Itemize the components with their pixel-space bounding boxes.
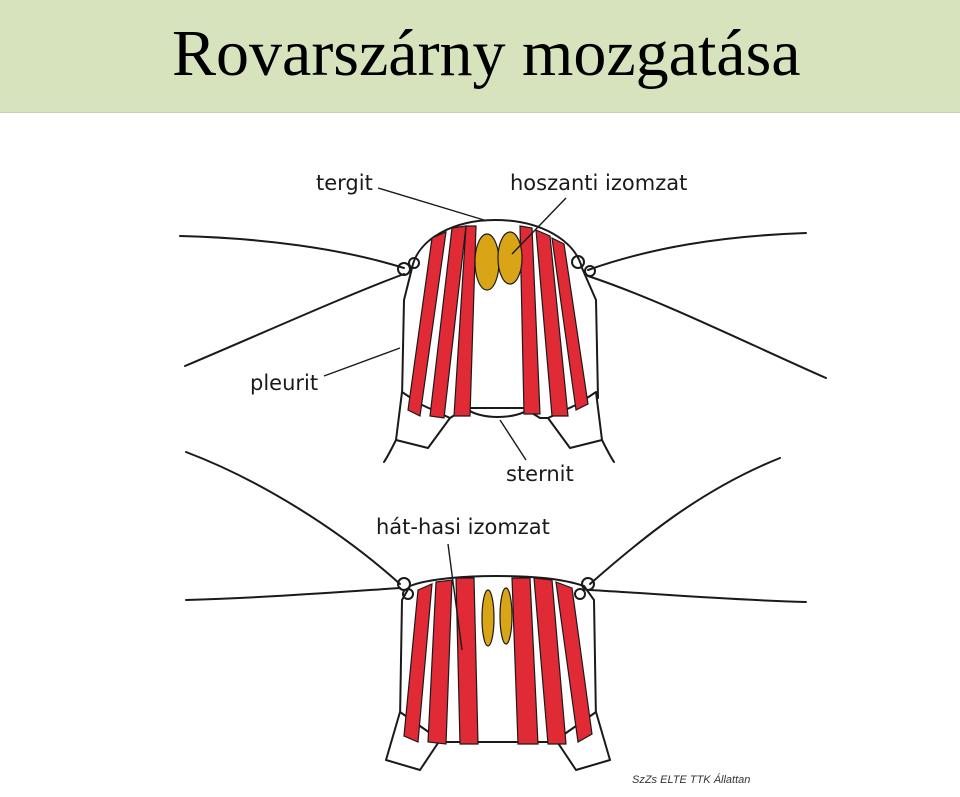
bottom-left-leg — [385, 711, 441, 771]
label-hat-hasi-izomzat: hát-hasi izomzat — [376, 515, 550, 539]
bottom-muscle-right-2 — [533, 577, 567, 745]
top-muscle-right-3 — [551, 236, 589, 411]
top-left-wing-upper — [179, 235, 405, 269]
label-pleurit: pleurit — [250, 371, 318, 395]
top-longitudinal-muscle-left — [474, 233, 500, 291]
top-left-wing-lower — [184, 273, 405, 367]
leader-tergit — [377, 187, 485, 221]
bottom-longitudinal-muscle-left — [481, 589, 495, 647]
leader-pleurit — [323, 347, 401, 377]
bottom-figure — [185, 451, 807, 771]
credit-text: SzZs ELTE TTK Állattan — [632, 773, 750, 786]
bottom-muscle-right-1 — [511, 577, 539, 745]
top-sternit-plate — [465, 407, 531, 418]
top-right-hinge — [571, 255, 585, 269]
bottom-left-wing-upper — [185, 451, 401, 585]
top-muscle-right-1 — [519, 225, 541, 415]
top-muscle-left-3 — [453, 225, 477, 417]
bottom-muscle-left-3 — [455, 577, 479, 745]
top-longitudinal-muscle-right — [497, 231, 523, 285]
top-figure — [179, 219, 827, 463]
page-title: Rovarszárny mozgatása — [172, 17, 801, 90]
bottom-right-hinge-inner — [574, 588, 586, 600]
title-bar: Rovarszárny mozgatása — [0, 0, 960, 113]
bottom-right-wing-upper — [589, 457, 781, 585]
bottom-right-wing-lower — [589, 589, 807, 603]
label-sternit: sternit — [506, 462, 574, 486]
bottom-right-hinge — [581, 577, 595, 591]
leader-hoszanti-izomzat — [511, 197, 567, 255]
label-hoszanti-izomzat: hoszanti izomzat — [510, 171, 687, 195]
top-muscle-left-1 — [407, 231, 447, 417]
bottom-left-hinge-inner — [402, 588, 414, 600]
top-muscle-right-2 — [535, 229, 569, 417]
label-tergit: tergit — [316, 171, 373, 195]
top-left-hinge — [397, 262, 411, 276]
top-right-hinge-inner — [584, 265, 596, 277]
top-right-wing-upper — [587, 232, 807, 271]
bottom-muscle-left-2 — [427, 579, 453, 745]
bottom-right-leg — [555, 711, 611, 771]
top-left-hinge-inner — [408, 257, 420, 269]
top-right-wing-lower — [587, 275, 827, 379]
bottom-muscle-left-1 — [403, 583, 433, 743]
bottom-longitudinal-muscle-right — [499, 587, 513, 645]
bottom-left-wing-lower — [185, 587, 401, 601]
top-muscle-left-2 — [429, 225, 467, 419]
leader-sternit — [499, 419, 527, 461]
bottom-muscle-right-3 — [555, 581, 593, 743]
leader-hat-hasi-izomzat — [447, 543, 463, 651]
